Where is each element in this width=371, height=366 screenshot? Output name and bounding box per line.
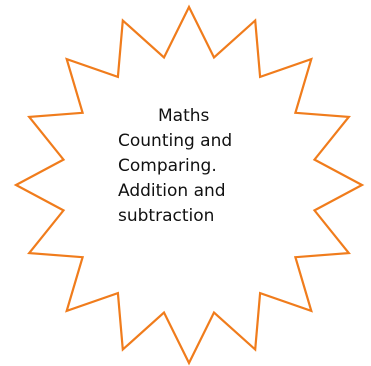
star-outline [13,4,365,366]
star-text: Maths Counting and Comparing. Addition a… [118,104,268,229]
title-text: Maths [158,106,210,126]
text-line-2: Comparing. [118,156,217,176]
text-line-3: Addition and [118,181,226,201]
text-line-4: subtraction [118,206,215,226]
text-line-1: Counting and [118,131,233,151]
